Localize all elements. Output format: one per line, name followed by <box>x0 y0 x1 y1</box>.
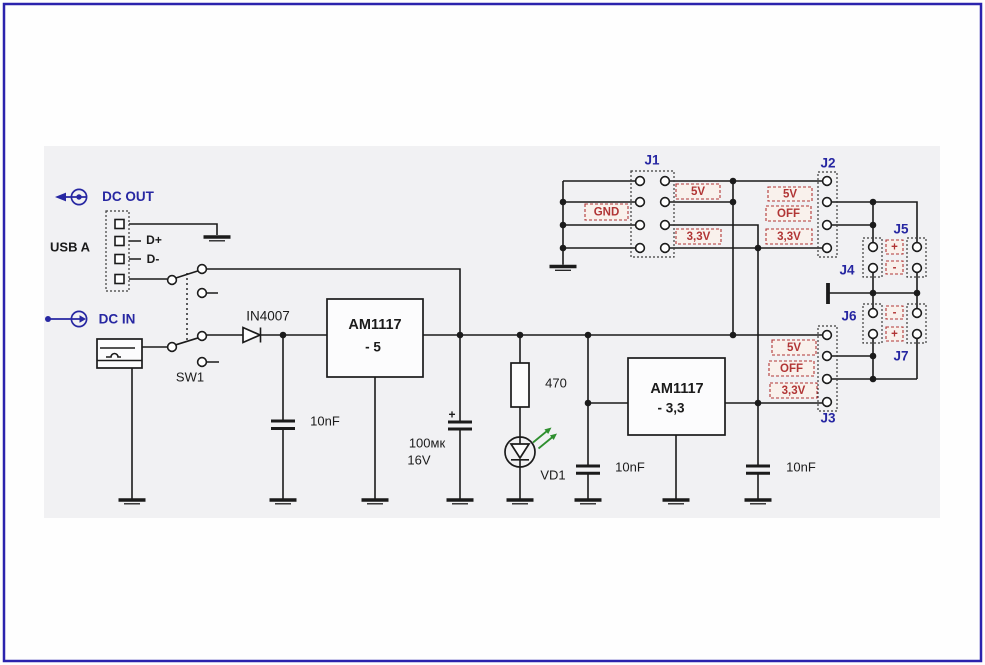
j1-5v-label: 5V <box>691 186 705 198</box>
led-emission-arrows-icon <box>532 427 557 450</box>
reg33-name: AM1117 <box>650 381 703 397</box>
cap-output-value: 10nF <box>786 460 816 475</box>
jumper-j7 <box>906 303 927 344</box>
cap-input-value: 10nF <box>310 414 340 429</box>
j3-designator: J3 <box>820 411 836 426</box>
j5-plus-label: + <box>891 242 898 254</box>
j7-plus-label: + <box>891 329 898 341</box>
cap-mid-value: 10nF <box>615 460 645 475</box>
led-label: VD1 <box>540 468 565 483</box>
jumper-j1 <box>630 170 675 258</box>
resistor-470-box <box>510 362 530 408</box>
j2-5v-label: 5V <box>783 189 797 201</box>
regulator-am1117-5-box <box>326 298 424 378</box>
jumper-j5 <box>906 237 927 278</box>
j5-minus-label: - <box>893 262 897 274</box>
dc-in-connector-icon <box>45 310 88 328</box>
j4-designator: J4 <box>839 263 855 278</box>
j6-designator: J6 <box>841 309 857 324</box>
dc-in-label: DC IN <box>99 312 136 327</box>
j3-off-label: OFF <box>780 363 803 375</box>
switch-sw1 <box>166 263 208 368</box>
led-vd1 <box>504 427 557 468</box>
reg5-name: AM1117 <box>348 317 401 333</box>
jumper-j3 <box>817 325 838 412</box>
junction-dots <box>279 177 921 407</box>
j1-designator: J1 <box>644 153 660 168</box>
j1-gnd-label: GND <box>594 207 620 219</box>
jumper-j4 <box>862 237 883 278</box>
d-minus-label: D- <box>147 252 160 266</box>
j5-designator: J5 <box>893 222 909 237</box>
cap-bulk-polarity: + <box>448 408 455 422</box>
sw1-label: SW1 <box>176 370 204 385</box>
cap-bulk-value: 100мк <box>409 436 446 451</box>
j3-5v-label: 5V <box>787 342 801 354</box>
capacitor-plates <box>271 419 770 475</box>
component-labels: USB A D+ D- SW1 IN4007 AM1117 - 5 10nF +… <box>50 233 816 483</box>
regulator-am1117-33-box <box>627 357 726 436</box>
resistor-value: 470 <box>545 376 567 391</box>
j7-designator: J7 <box>893 349 908 364</box>
diode-label: IN4007 <box>246 309 290 324</box>
usb-a-connector <box>105 210 130 292</box>
reg5-suffix: - 5 <box>365 340 381 355</box>
j2-off-label: OFF <box>777 208 800 220</box>
diode-in4007 <box>242 326 263 344</box>
usb-a-label: USB A <box>50 240 91 255</box>
j6-minus-label: - <box>893 307 897 319</box>
d-plus-label: D+ <box>146 233 162 247</box>
dc-out-label: DC OUT <box>102 189 154 204</box>
jumper-option-labels: GND 5V 3,3V 5V OFF 3,3V 5V OFF 3,3V + - … <box>584 183 904 399</box>
jumper-j6 <box>862 303 883 344</box>
j1-33v-label: 3,3V <box>687 231 711 243</box>
j3-33v-label: 3,3V <box>782 385 806 397</box>
dc-jack <box>96 338 143 369</box>
j2-33v-label: 3,3V <box>777 231 801 243</box>
cap-bulk-voltage: 16V <box>407 453 430 468</box>
j2-designator: J2 <box>820 156 835 171</box>
reg33-suffix: - 3,3 <box>657 401 685 416</box>
designator-labels: J1 J2 J3 J4 J5 J6 J7 DC OUT DC IN <box>99 153 909 426</box>
jumper-j2 <box>817 171 838 258</box>
dc-out-connector-icon <box>55 188 88 206</box>
